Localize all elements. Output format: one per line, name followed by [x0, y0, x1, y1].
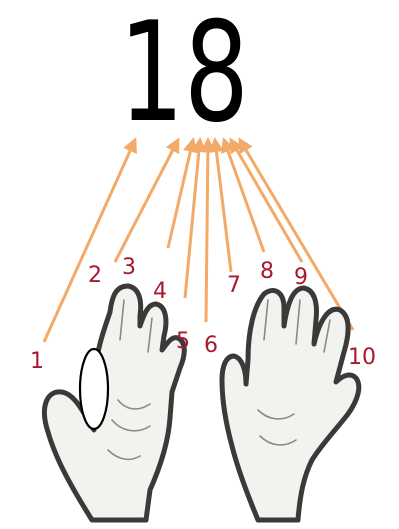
finger-label-5: 5 — [176, 329, 190, 354]
arrow-8 — [231, 140, 302, 262]
arrow-3 — [168, 140, 193, 248]
finger-label-7: 7 — [227, 273, 241, 298]
finger-label-8: 8 — [260, 259, 274, 284]
number-display: 18 — [119, 0, 249, 153]
arrow-7 — [224, 140, 264, 252]
finger-label-2: 2 — [88, 263, 102, 288]
finger-label-6: 6 — [204, 333, 218, 358]
thumb-nail — [80, 349, 108, 429]
finger-label-9: 9 — [294, 265, 308, 290]
finger-label-1: 1 — [30, 349, 44, 374]
right-glove — [222, 288, 359, 520]
finger-label-10: 10 — [348, 345, 376, 370]
finger-label-4: 4 — [153, 279, 167, 304]
arrow-5 — [206, 140, 208, 322]
left-glove — [44, 286, 184, 520]
arrow-6 — [215, 140, 231, 272]
finger-label-3: 3 — [122, 255, 136, 280]
